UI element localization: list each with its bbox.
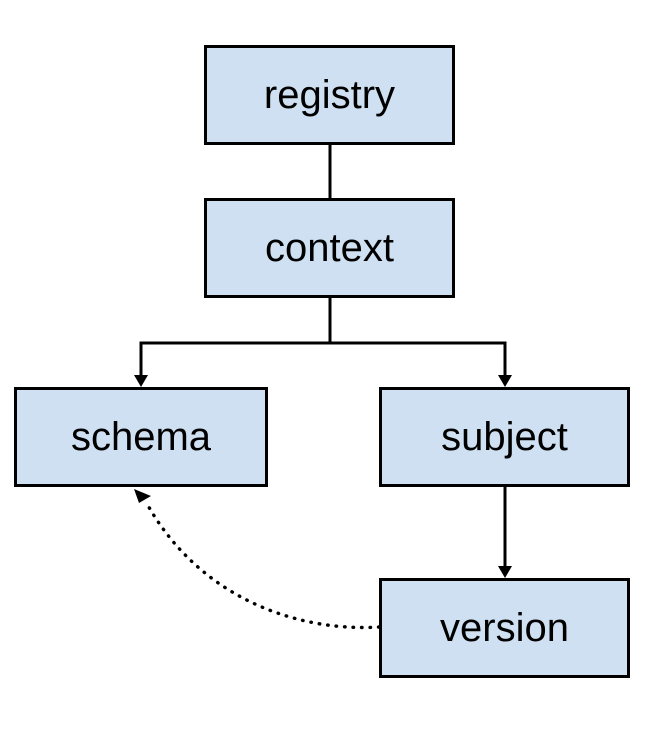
edge-context-to-schema	[134, 298, 332, 387]
edge-subject-to-version	[498, 487, 512, 578]
node-context[interactable]: context	[204, 198, 455, 298]
node-version-label: version	[440, 606, 569, 650]
arrowhead-into-version	[498, 566, 512, 578]
node-subject-label: subject	[441, 415, 568, 459]
arrowhead-into-subject	[498, 375, 512, 387]
node-version[interactable]: version	[379, 578, 630, 678]
node-subject[interactable]: subject	[379, 387, 630, 487]
node-schema[interactable]: schema	[14, 387, 268, 487]
node-context-label: context	[265, 226, 394, 270]
node-schema-label: schema	[70, 415, 212, 459]
node-registry-label: registry	[263, 73, 396, 117]
arrowhead-into-schema-dotted	[134, 489, 151, 503]
arrowhead-into-schema	[134, 375, 148, 387]
node-registry[interactable]: registry	[204, 45, 455, 145]
edge-context-to-subject	[330, 341, 512, 387]
edge-version-to-schema	[134, 489, 381, 630]
